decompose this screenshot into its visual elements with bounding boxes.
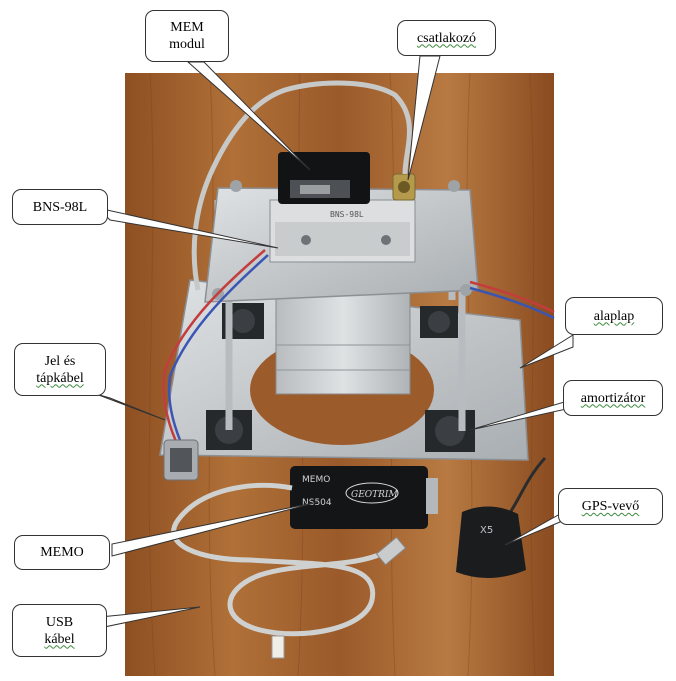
cable-tag [271, 635, 285, 659]
callout-jel-tapkabel: Jel és tápkábel [14, 343, 106, 396]
callout-gps-text: GPS-vevő [581, 499, 640, 514]
callout-csatlakozo: csatlakozó [397, 20, 496, 56]
signal-power-cable [162, 249, 555, 453]
sensor-body [275, 291, 411, 395]
callout-bns-text: BNS-98L [32, 199, 88, 215]
callout-jel-tapkabel-line2: tápkábel [36, 370, 84, 386]
callout-memo: MEMO [14, 535, 110, 570]
gps-mark: X5 [480, 525, 493, 536]
sensor-plate-text: BNS-98L [330, 210, 364, 219]
shock-absorber [420, 306, 458, 338]
callout-gps: GPS-vevő [558, 488, 663, 525]
db9-connector [163, 439, 199, 481]
memo-device: MEMO NS504 GEOTRIM [290, 466, 438, 529]
callout-usb-kabel-line1: USB [45, 614, 74, 630]
memo-brand: GEOTRIM [351, 490, 398, 500]
callout-csatlakozo-text: csatlakozó [416, 30, 477, 46]
callout-mem-modul-line1: MEM [170, 20, 204, 35]
memo-box-label: MEMO [302, 475, 330, 485]
mem-module [278, 152, 370, 204]
shock-absorber [425, 410, 475, 452]
usb-plug [375, 536, 407, 566]
gps-receiver: X5 [456, 506, 526, 579]
callout-jel-tapkabel-line1: Jel és [44, 353, 76, 369]
callout-usb-kabel-line2: kábel [44, 631, 75, 647]
top-grey-cable [191, 80, 412, 291]
callout-amortizator: amortizátor [563, 380, 663, 416]
usb-cable [171, 482, 387, 637]
callout-pointers [89, 55, 574, 631]
connector [392, 173, 416, 201]
memo-box-model: NS504 [302, 498, 332, 508]
callout-amortizator-text: amortizátor [580, 390, 646, 406]
callout-mem-modul-line2: modul [169, 37, 205, 52]
callout-bns: BNS-98L [12, 189, 108, 225]
callout-alaplap: alaplap [565, 297, 663, 335]
callout-mem-modul: MEM modul [145, 10, 229, 62]
callout-usb-kabel: USB kábel [12, 604, 107, 657]
callout-memo-text: MEMO [40, 545, 84, 560]
callout-alaplap-text: alaplap [593, 308, 635, 324]
